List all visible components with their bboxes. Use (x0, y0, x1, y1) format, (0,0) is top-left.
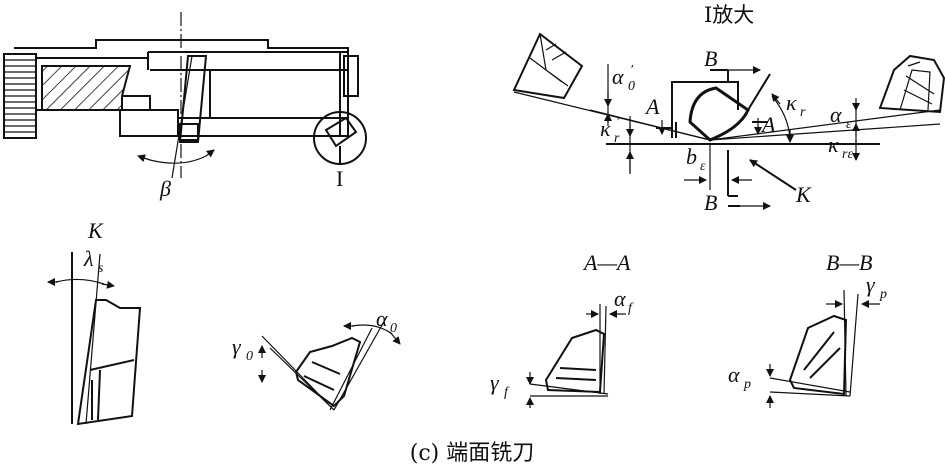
BB-insert (788, 314, 848, 396)
alpha-p-label: α (728, 362, 740, 387)
alpha-p-sub: p (743, 377, 751, 392)
view-K: K λ s (47, 218, 142, 426)
figure-caption: (c) 端面铣刀 (410, 441, 534, 466)
kappa-r-prime-label: κ (600, 116, 611, 141)
gamma-p-sub: p (879, 287, 887, 302)
section-AA-view: A—A α f γ f (490, 250, 634, 408)
hatched-section (41, 65, 132, 111)
gamma-f-label: γ (490, 370, 500, 395)
alpha0-prime-mark: ′ (630, 63, 634, 78)
enlarged-view-I: I放大 B B A A (512, 3, 945, 215)
kappa-r-prime-sub: r (614, 131, 620, 146)
alpha-f-sub: f (628, 301, 634, 316)
gamma0-sub: 0 (246, 349, 253, 364)
center-insert (688, 86, 750, 142)
kappa-re-label: κ (828, 132, 839, 157)
K-view-arrow (749, 159, 797, 191)
section-A-right: A (760, 112, 776, 137)
cutter-body-outline (14, 39, 349, 137)
alpha-eps-label: α (830, 102, 842, 127)
view-K-label: K (87, 218, 104, 243)
section-BB-view: B—B γ p α p (728, 250, 887, 408)
kappa-r-label: κ (786, 90, 797, 115)
K-blade (76, 299, 142, 426)
K-label: K (795, 182, 812, 207)
beta-arc (149, 155, 207, 164)
alpha0-label: α (376, 306, 388, 331)
gamma0-alpha0-view: γ 0 α 0 (232, 306, 401, 411)
kappa-re-sub: rε (842, 147, 853, 162)
left-insert (512, 32, 584, 100)
alpha-f-label: α (614, 286, 626, 311)
view-title: I放大 (704, 3, 754, 27)
gamma0-label: γ (232, 334, 242, 359)
gamma-f-sub: f (504, 385, 510, 400)
b-eps-sub: ε (700, 159, 706, 174)
kappa-r-prime-mark: ′ (616, 115, 620, 130)
rib-lines (4, 59, 36, 133)
right-insert (878, 54, 945, 114)
lambda-s-label: λ (83, 246, 94, 271)
section-A-left: A (644, 94, 660, 119)
section-AA-title: A—A (582, 250, 631, 275)
alpha0-sub: 0 (390, 321, 397, 336)
detail-label: I (336, 166, 343, 191)
inclined-blade (178, 55, 208, 143)
section-B-bottom: B (704, 190, 717, 215)
alpha0-prime-sub: 0 (628, 79, 635, 94)
AA-insert (544, 328, 606, 394)
b-eps-label: b (686, 144, 697, 169)
gamma0-insert (294, 336, 362, 408)
beta-label: β (159, 176, 171, 201)
lambda-s-sub: s (98, 261, 104, 276)
gamma-p-label: γ (866, 272, 876, 297)
alpha0-prime-label: α (612, 64, 624, 89)
center-insert-holder (671, 81, 739, 138)
section-B-top: B (704, 46, 717, 71)
kappa-r-sub: r (800, 105, 806, 120)
section-BB-title: B—B (826, 250, 872, 275)
alpha-eps-sub: ε (846, 117, 852, 132)
cutter-assembly-view: β I (3, 12, 367, 201)
